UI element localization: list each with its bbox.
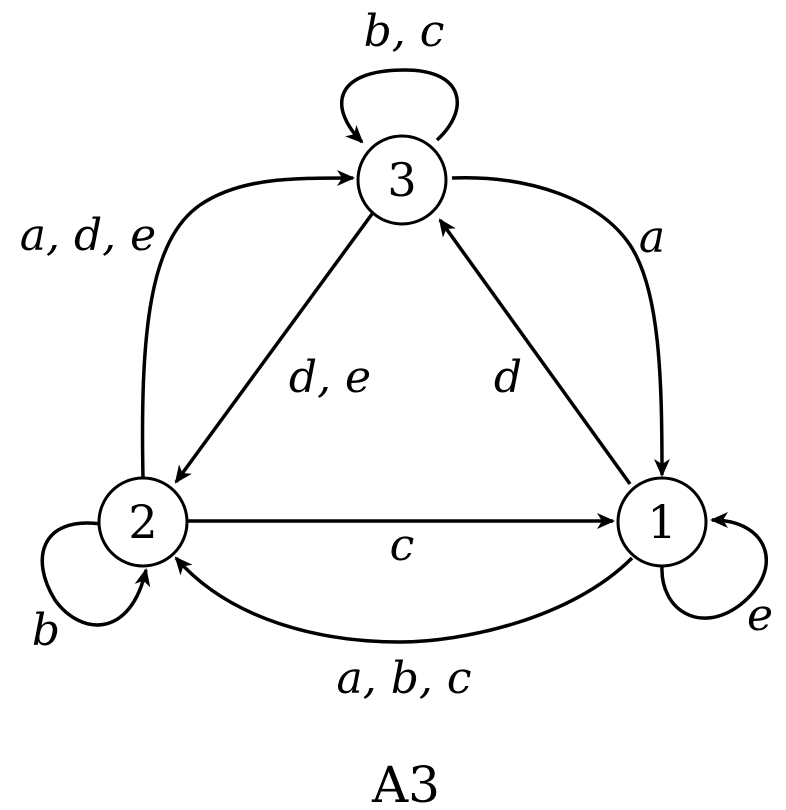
- state-2-label: 2: [128, 495, 157, 549]
- state-3: 3: [356, 134, 448, 226]
- label-loop-1: e: [747, 590, 773, 641]
- label-1-to-3: d: [494, 352, 522, 403]
- label-3-to-2: d, e: [289, 352, 371, 403]
- label-1-to-2: a, b, c: [337, 653, 472, 704]
- edge-1-to-2: [174, 556, 634, 644]
- label-2-to-3: a, d, e: [20, 210, 156, 261]
- edge-3-to-2: [174, 212, 374, 484]
- diagram-caption: A3: [371, 756, 440, 810]
- edge-1-to-3: [438, 218, 632, 486]
- edge-3-to-1: [451, 176, 670, 477]
- edge-2-to-3: [140, 170, 355, 479]
- state-2: 2: [97, 476, 189, 568]
- state-3-label: 3: [387, 153, 416, 207]
- state-1: 1: [616, 476, 708, 568]
- label-loop-2: b: [32, 605, 60, 656]
- label-loop-3: b, c: [364, 6, 445, 57]
- label-2-to-1: c: [390, 520, 415, 571]
- edge-loop-3: [339, 68, 459, 144]
- edge-loop-2: [40, 521, 151, 627]
- edge-loop-1: [660, 512, 769, 620]
- label-3-to-1: a: [639, 212, 665, 263]
- state-1-label: 1: [647, 495, 676, 549]
